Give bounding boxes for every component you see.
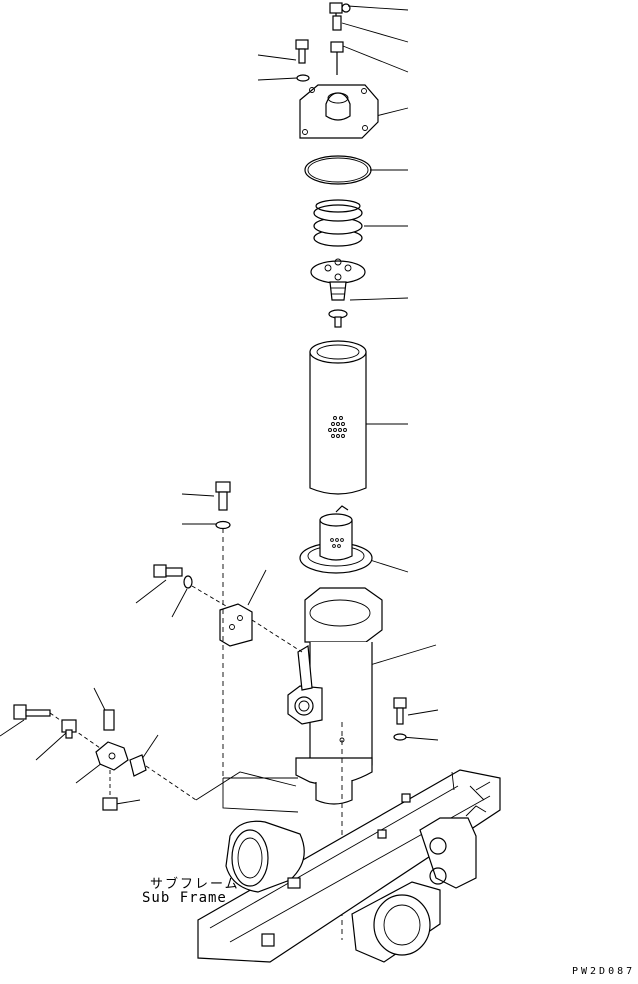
filter-housing xyxy=(287,587,383,940)
fitting-pin xyxy=(103,709,115,731)
fitting-flange xyxy=(95,741,129,811)
bracket-bolt xyxy=(215,481,231,778)
mounting-bracket xyxy=(219,603,303,653)
assembly-path-lines xyxy=(195,771,299,813)
strainer xyxy=(299,505,373,574)
top-center-bolt xyxy=(330,41,344,75)
sub-frame xyxy=(197,769,501,963)
right-bolt xyxy=(393,697,407,741)
subframe-label-jp: サブフレーム xyxy=(150,877,240,892)
subframe-label-en: Sub Frame xyxy=(142,890,227,906)
valve-assembly xyxy=(310,258,366,328)
fitting-elbow xyxy=(61,719,77,739)
spring xyxy=(313,199,363,247)
top-bolt-with-washer xyxy=(329,2,351,31)
side-bolt xyxy=(153,564,227,607)
filter-element xyxy=(309,340,367,495)
filter-mesh-pattern xyxy=(328,416,347,438)
cover-bolt-left xyxy=(295,39,310,82)
cover-plate xyxy=(299,84,379,139)
figure-code: PW2D087 xyxy=(572,966,636,977)
gasket xyxy=(129,754,197,801)
o-ring xyxy=(304,155,372,185)
